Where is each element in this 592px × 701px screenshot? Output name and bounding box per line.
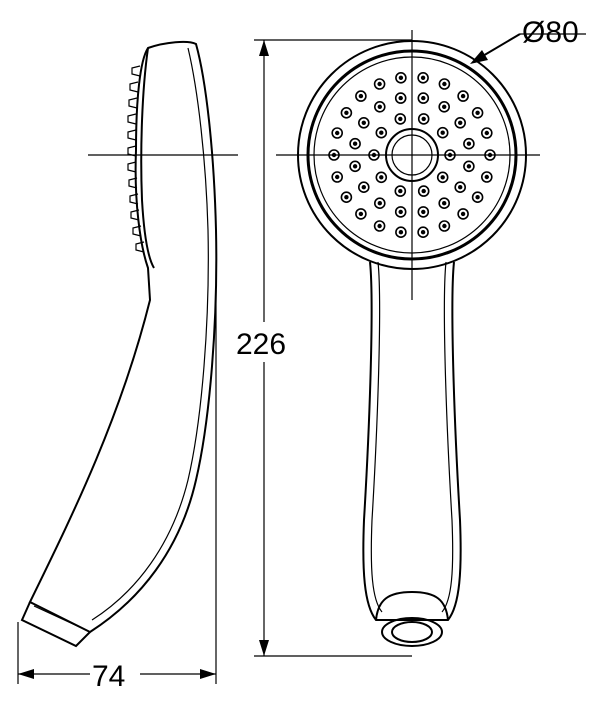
nozzle-hole <box>421 116 426 122</box>
nozzle-hole <box>440 175 445 180</box>
front-view-handle <box>362 261 462 621</box>
nozzle-hole <box>421 95 426 101</box>
nozzle-hole <box>442 104 447 110</box>
nozzle-hole <box>352 141 358 146</box>
nozzle-hole <box>442 201 447 206</box>
side-view-face-plate <box>140 47 155 269</box>
front-view-connector <box>375 590 449 647</box>
nozzle-hole <box>421 188 426 194</box>
side-view <box>20 40 238 648</box>
nozzle-hole <box>377 223 382 229</box>
nozzle-hole <box>421 209 426 215</box>
nozzle-hole <box>358 93 364 99</box>
side-view-connector <box>20 601 91 648</box>
nozzle-hole <box>466 141 472 146</box>
nozzle-hole <box>442 81 447 87</box>
side-view-connector-ring <box>33 605 87 631</box>
nozzle-hole <box>398 209 403 215</box>
nozzle-hole <box>377 104 382 110</box>
nozzle-hole <box>379 175 384 180</box>
width-dimension-label: 74 <box>92 660 125 693</box>
nozzle-hole <box>398 75 404 81</box>
nozzle-hole <box>377 81 382 87</box>
nozzle-hole <box>379 130 384 135</box>
nozzle-hole <box>460 93 466 99</box>
nozzle-hole <box>475 195 480 200</box>
dimensions: 226 74 Ø80 <box>17 16 586 696</box>
height-dimension-label: 226 <box>236 328 286 361</box>
nozzle-hole <box>352 164 358 169</box>
nozzle-hole <box>442 223 447 229</box>
nozzle-hole <box>475 110 480 116</box>
side-view-nozzles <box>127 65 145 253</box>
nozzle-hole <box>358 211 364 217</box>
nozzle-hole <box>377 201 382 206</box>
side-view-body-outline <box>28 40 218 634</box>
front-view-nozzles <box>328 72 496 238</box>
nozzle-hole <box>484 174 489 180</box>
nozzle-hole <box>420 75 426 81</box>
nozzle-hole <box>398 188 403 194</box>
nozzle-hole <box>335 130 340 136</box>
nozzle-hole <box>361 120 366 126</box>
nozzle-hole <box>458 120 463 126</box>
nozzle-hole <box>335 174 340 180</box>
nozzle-hole <box>398 116 403 122</box>
front-view-handle-inner <box>370 261 383 613</box>
side-view-inner-edge <box>91 47 209 621</box>
nozzle-hole <box>458 185 463 190</box>
nozzle-hole <box>460 211 466 217</box>
nozzle-hole <box>361 185 366 190</box>
nozzle-hole <box>466 164 472 169</box>
nozzle-hole <box>440 130 445 135</box>
nozzle-hole <box>420 230 426 235</box>
nozzle-hole <box>484 130 489 136</box>
diameter-dimension-label: Ø80 <box>522 16 579 49</box>
nozzle-hole <box>344 195 349 200</box>
nozzle-hole <box>398 230 404 235</box>
front-view <box>276 30 540 647</box>
nozzle-hole <box>344 110 349 116</box>
nozzle-hole <box>398 95 403 101</box>
